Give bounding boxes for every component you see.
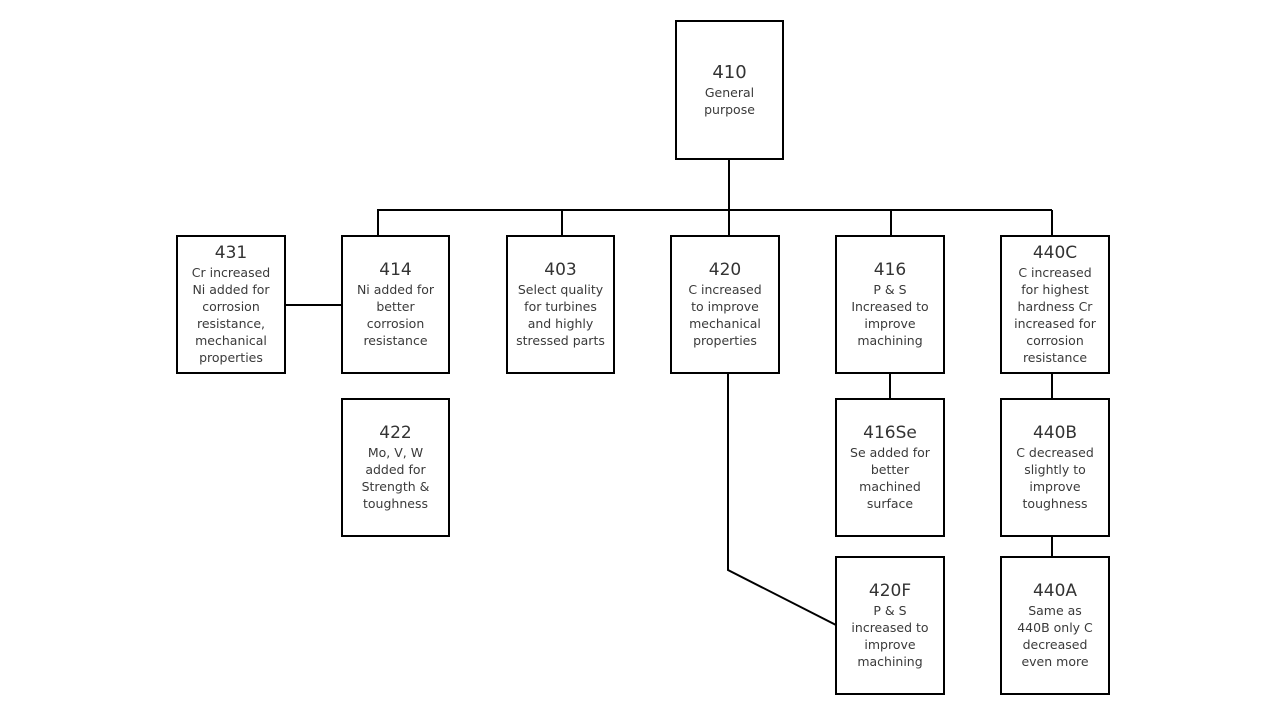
node-410: 410 General purpose <box>675 20 784 160</box>
node-title: 410 <box>712 61 747 83</box>
node-title: 431 <box>214 243 248 263</box>
node-title: 440B <box>1032 423 1078 443</box>
node-description: C increased to improve mechanical proper… <box>688 282 762 348</box>
node-description: Ni added for better corrosion resistance <box>356 282 435 348</box>
node-title: 403 <box>544 260 577 280</box>
node-title: 420F <box>868 581 912 601</box>
node-420: 420 C increased to improve mechanical pr… <box>670 235 780 374</box>
node-420F: 420F P & S increased to improve machinin… <box>835 556 945 695</box>
node-title: 420 <box>708 260 742 280</box>
node-422: 422 Mo, V, W added for Strength & toughn… <box>341 398 450 537</box>
node-description: General purpose <box>704 84 755 117</box>
node-description: C decreased slightly to improve toughnes… <box>1016 445 1094 511</box>
edge-420-420F <box>727 373 837 626</box>
node-403: 403 Select quality for turbines and high… <box>506 235 615 374</box>
node-title: 440A <box>1032 581 1078 601</box>
node-title: 416 <box>873 260 907 280</box>
node-description: P & S Increased to improve machining <box>851 282 929 348</box>
node-416Se: 416Se Se added for better machined surfa… <box>835 398 945 537</box>
node-description: Mo, V, W added for Strength & toughness <box>361 445 430 511</box>
node-description: Same as 440B only C decreased even more <box>1017 603 1093 669</box>
node-description: Cr increased Ni added for corrosion resi… <box>191 265 271 365</box>
node-description: Select quality for turbines and highly s… <box>516 282 605 348</box>
node-416: 416 P & S Increased to improve machining <box>835 235 945 374</box>
node-description: P & S increased to improve machining <box>851 603 929 669</box>
node-414: 414 Ni added for better corrosion resist… <box>341 235 450 374</box>
node-title: 422 <box>379 423 412 443</box>
node-431: 431 Cr increased Ni added for corrosion … <box>176 235 286 374</box>
node-title: 416Se <box>863 423 917 443</box>
node-title: 414 <box>379 260 412 280</box>
node-440B: 440B C decreased slightly to improve tou… <box>1000 398 1110 537</box>
node-title: 440C <box>1032 243 1078 263</box>
node-description: Se added for better machined surface <box>850 445 930 511</box>
node-440C: 440C C increased for highest hardness Cr… <box>1000 235 1110 374</box>
node-description: C increased for highest hardness Cr incr… <box>1014 265 1096 365</box>
node-440A: 440A Same as 440B only C decreased even … <box>1000 556 1110 695</box>
